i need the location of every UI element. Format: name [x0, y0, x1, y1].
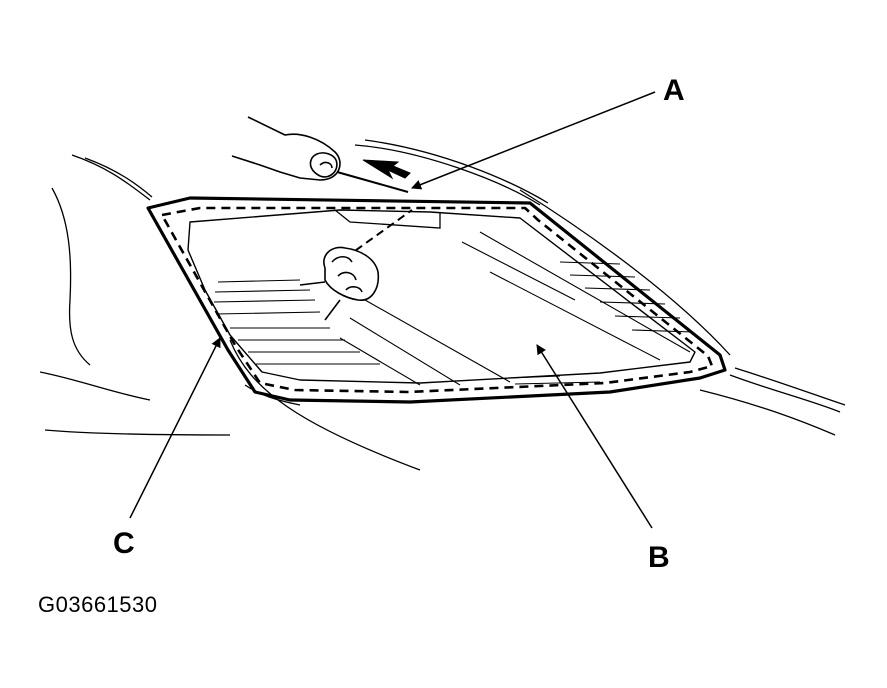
callout-leaders	[129, 91, 656, 529]
pull-direction-arrow	[362, 159, 411, 180]
callout-b-leader	[536, 344, 653, 529]
callout-a-leader	[411, 91, 656, 190]
glass-inner-edge	[187, 209, 696, 384]
cutting-wire-handle-segment	[329, 169, 409, 193]
callout-a-label: A	[663, 74, 685, 107]
lower-hand-icon	[299, 246, 380, 321]
adhesive-bead-dashed-outline	[160, 206, 714, 394]
mirror-base	[334, 209, 441, 229]
figure-id: G03661530	[38, 592, 158, 617]
upper-hand-icon	[231, 116, 341, 181]
windshield-frame	[146, 196, 727, 404]
callout-c-label: C	[113, 527, 135, 560]
callout-c-leader	[129, 337, 221, 519]
glass-hatching	[213, 231, 694, 386]
vehicle-body-lines	[39, 139, 846, 471]
callout-b-label: B	[648, 541, 670, 574]
